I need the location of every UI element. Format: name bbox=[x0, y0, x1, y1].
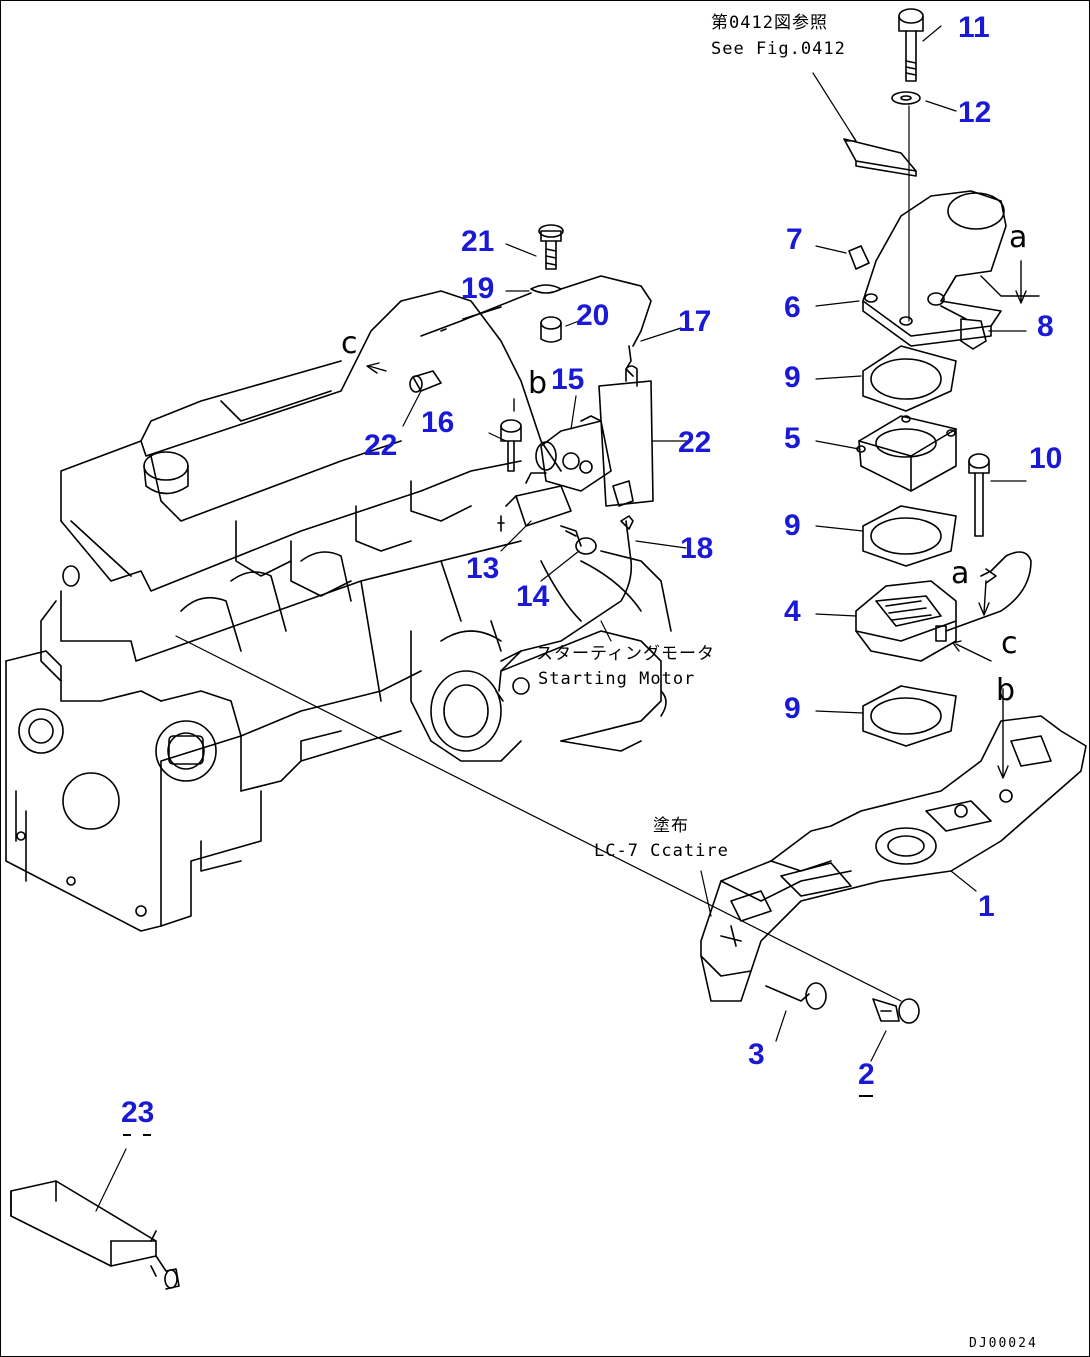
drawing-code: DJ00024 bbox=[969, 1336, 1038, 1351]
callout-9-top: 9 bbox=[784, 361, 801, 394]
leader-lines bbox=[95, 25, 1027, 1212]
callout-2: 2 bbox=[858, 1058, 875, 1091]
callout-11: 11 bbox=[958, 11, 990, 44]
callout-14: 14 bbox=[516, 580, 550, 613]
callout-9-bottom: 9 bbox=[784, 692, 801, 725]
engine-block bbox=[5, 290, 672, 932]
callout-18: 18 bbox=[680, 532, 714, 565]
callout-7: 7 bbox=[786, 223, 803, 256]
ref-letter-a-mid: a bbox=[951, 556, 970, 591]
callout-21: 21 bbox=[461, 225, 495, 258]
callout-5: 5 bbox=[784, 422, 801, 455]
callout-12: 12 bbox=[958, 96, 992, 129]
callout-9-middle: 9 bbox=[784, 509, 801, 542]
ref-letter-b-right: b bbox=[996, 673, 1016, 708]
callout-16: 16 bbox=[421, 406, 455, 439]
callout-6: 6 bbox=[784, 291, 801, 324]
see-fig-note-en: See Fig.0412 bbox=[711, 39, 846, 59]
callout-22-right: 22 bbox=[678, 426, 712, 459]
callout-19: 19 bbox=[461, 272, 495, 305]
callout-3: 3 bbox=[748, 1038, 765, 1071]
callout-20: 20 bbox=[576, 299, 610, 332]
callout-10: 10 bbox=[1029, 442, 1063, 475]
ref-letter-a-top: a bbox=[1009, 220, 1028, 255]
callout-15: 15 bbox=[551, 363, 585, 396]
coating-can bbox=[10, 1180, 180, 1290]
ref-letter-c-right: c bbox=[1001, 626, 1018, 661]
callout-4: 4 bbox=[784, 595, 801, 628]
reference-arrows bbox=[366, 260, 1040, 779]
ref-letter-c-left: c bbox=[341, 326, 358, 361]
starting-motor-note-en: Starting Motor bbox=[538, 669, 696, 689]
starting-motor-note-jp: スターティングモータ bbox=[536, 644, 715, 664]
see-fig-note-jp: 第0412図参照 bbox=[711, 13, 828, 33]
underline-2 bbox=[859, 1095, 873, 1097]
ref-letter-b-left: b bbox=[528, 366, 548, 401]
heater-relay-group bbox=[409, 224, 654, 702]
callout-17: 17 bbox=[678, 305, 712, 338]
coating-note-jp: 塗布 bbox=[653, 816, 689, 836]
callout-22-left: 22 bbox=[364, 429, 398, 462]
underline-23-b bbox=[143, 1134, 151, 1136]
callout-8: 8 bbox=[1037, 310, 1054, 343]
coating-note-en: LC-7 Ccatire bbox=[594, 841, 729, 861]
callout-13: 13 bbox=[466, 552, 500, 585]
callout-1: 1 bbox=[978, 890, 995, 923]
underline-23-a bbox=[123, 1134, 131, 1136]
intake-stack bbox=[700, 8, 1087, 1024]
callout-23: 23 bbox=[121, 1096, 155, 1129]
